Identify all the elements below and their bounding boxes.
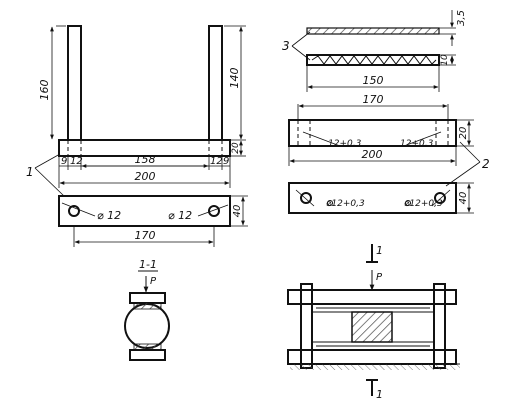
dim-20-left: 20: [230, 140, 246, 157]
hole-left-label: ⌀ 12: [97, 209, 121, 222]
left-assembly-top-view: [58, 25, 231, 157]
callout-1: 1: [26, 153, 65, 197]
callout-2-label: 2: [482, 157, 490, 171]
callout-1-label: 1: [26, 165, 34, 179]
hole-left: [68, 205, 80, 217]
right-post: [208, 25, 223, 141]
section-mark-top: 1: [376, 244, 383, 257]
ground-hatch: [290, 364, 460, 370]
hole-left-top-label: 12+0,3: [328, 139, 362, 149]
section-load-label: P: [150, 276, 157, 287]
dim-20-right: 20: [458, 127, 469, 140]
dim-chain: 9 12 158 12 9: [58, 153, 231, 188]
right-upper-plate: 12+0,3 12+0,3 20: [288, 119, 474, 149]
callout-3: 3: [282, 31, 311, 61]
dim-20-left-label: 20: [231, 142, 241, 154]
dim-150-label: 150: [363, 74, 384, 87]
dim-10-label: 10: [440, 54, 450, 66]
front-specimen: [351, 311, 393, 343]
hole-right-plate-right: [434, 192, 446, 204]
left-lower-plate: ⌀ 12 ⌀ 12 170 40: [58, 195, 248, 247]
dim-200-left: 200: [59, 170, 230, 185]
front-bottom-bar: [287, 349, 457, 365]
front-top-bar: [287, 289, 457, 305]
hole-right-label: ⌀ 12: [168, 209, 192, 222]
upper-plate-body: [288, 119, 457, 147]
hole-right-bottom-label: ⌀12+0,3: [404, 199, 443, 209]
dim-170-left: 170: [135, 229, 156, 242]
front-left-post: [300, 283, 313, 369]
hole-left-bottom-label: ⌀12+0,3: [326, 199, 365, 209]
dim-12-left: 12: [70, 156, 83, 167]
hole-right-top-label: 12+0,3: [400, 139, 434, 149]
right-lower-plate: ⌀12+0,3 ⌀12+0,3 40: [288, 182, 474, 214]
dim-160: 160: [38, 25, 66, 140]
dim-40-left: 40: [232, 205, 243, 218]
hole-right: [208, 205, 220, 217]
dim-9-right: 9: [223, 156, 229, 167]
specimen-cylinder: [124, 303, 170, 349]
base-bar: [58, 139, 231, 157]
dim-12-right: 12: [210, 156, 223, 167]
dim-200-right-label: 200: [362, 148, 383, 161]
section-mark-bottom: 1: [376, 388, 383, 401]
dim-150: 150: [306, 65, 440, 92]
dim-3-5-label: 3,5: [456, 10, 467, 26]
lower-plate-body-right: [288, 182, 457, 214]
section-view-1-1: 1-1 P: [124, 258, 170, 361]
section-lower-bar: [129, 349, 166, 361]
dim-170-right: 170: [297, 93, 449, 120]
lower-plate-body: [58, 195, 231, 227]
dim-3-5: 3,5: [439, 10, 467, 46]
callout-2: 2: [445, 141, 490, 187]
front-view: 1 P 1: [287, 244, 460, 401]
dim-10: 10: [439, 54, 456, 66]
strip-top: [306, 27, 440, 35]
strip-corrugated: [306, 54, 440, 66]
dim-9-left: 9: [61, 156, 67, 167]
front-right-post: [433, 283, 446, 369]
dim-140-label: 140: [228, 68, 241, 89]
dim-170-right-label: 170: [363, 93, 384, 106]
dim-158: 158: [135, 153, 156, 166]
dim-200-left-label: 200: [135, 170, 156, 183]
front-load-label: P: [376, 272, 383, 283]
dim-200-right: 200: [288, 146, 457, 166]
section-upper-bar: [129, 292, 166, 304]
callout-3-label: 3: [282, 39, 290, 53]
dim-160-label: 160: [38, 80, 51, 101]
dim-140: 140: [224, 25, 246, 141]
hole-right-plate-left: [300, 192, 312, 204]
left-post: [67, 25, 82, 141]
section-title: 1-1: [139, 258, 157, 271]
dim-40-right: 40: [458, 192, 469, 205]
